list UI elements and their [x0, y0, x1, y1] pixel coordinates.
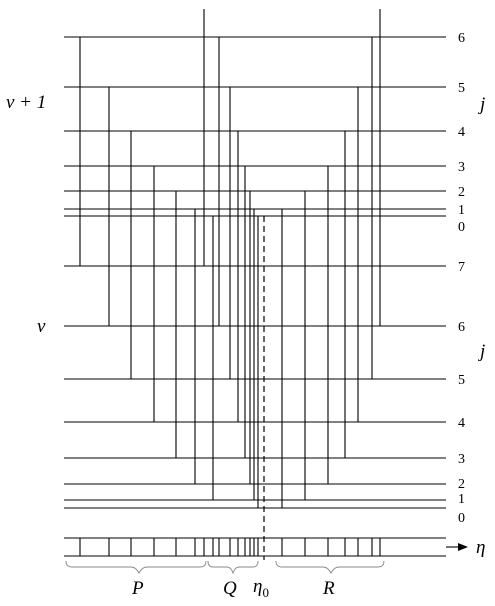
branch-braces	[65, 560, 385, 575]
upper-level-label: 0	[458, 220, 465, 235]
spectrum-axis-arrow	[446, 543, 468, 551]
upper-level-label: 3	[458, 160, 465, 175]
lower-j-axis-label: j	[477, 341, 485, 362]
q-branch-transitions	[203, 9, 259, 508]
upper-level-label: 5	[458, 81, 465, 96]
lower-level-label: 6	[458, 320, 465, 335]
lower-level-label: 4	[458, 416, 465, 431]
upper-state-label: v + 1	[6, 92, 46, 113]
lower-level-label: 5	[458, 373, 465, 388]
spectral-lines	[79, 538, 381, 556]
band-origin-symbol: η	[253, 576, 262, 597]
r-branch-transitions	[281, 9, 381, 508]
r-branch-label: R	[322, 578, 335, 599]
upper-level-label: 2	[458, 185, 465, 200]
r-branch-brace	[275, 560, 385, 575]
p-branch-transitions	[79, 37, 214, 500]
lower-state-levels	[64, 265, 446, 509]
q-branch-label: Q	[223, 578, 237, 599]
upper-j-axis-label: j	[477, 94, 485, 115]
upper-level-label: 4	[458, 125, 465, 140]
p-branch-brace	[65, 560, 207, 575]
band-origin-label: η0	[253, 576, 269, 600]
axis-arrow-head	[458, 543, 468, 551]
lower-level-label: 0	[458, 511, 465, 526]
upper-level-labels: 6 5 4 3 2 1 0	[458, 31, 465, 235]
lower-level-label: 1	[458, 492, 465, 507]
upper-state-levels	[64, 36, 446, 217]
lower-state-label: v	[37, 316, 46, 337]
lower-level-label: 2	[458, 477, 465, 492]
wavenumber-axis-label: η	[476, 537, 485, 558]
band-origin-subscript: 0	[262, 585, 269, 600]
lower-level-labels: 7 6 5 4 3 2 1 0	[458, 260, 465, 526]
upper-level-label: 1	[458, 203, 465, 218]
q-branch-brace	[207, 560, 259, 575]
p-branch-label: P	[131, 578, 144, 599]
lower-level-label: 7	[458, 260, 465, 275]
lower-level-label: 3	[458, 452, 465, 467]
upper-level-label: 6	[458, 31, 465, 46]
spectrum-strip	[64, 537, 468, 557]
